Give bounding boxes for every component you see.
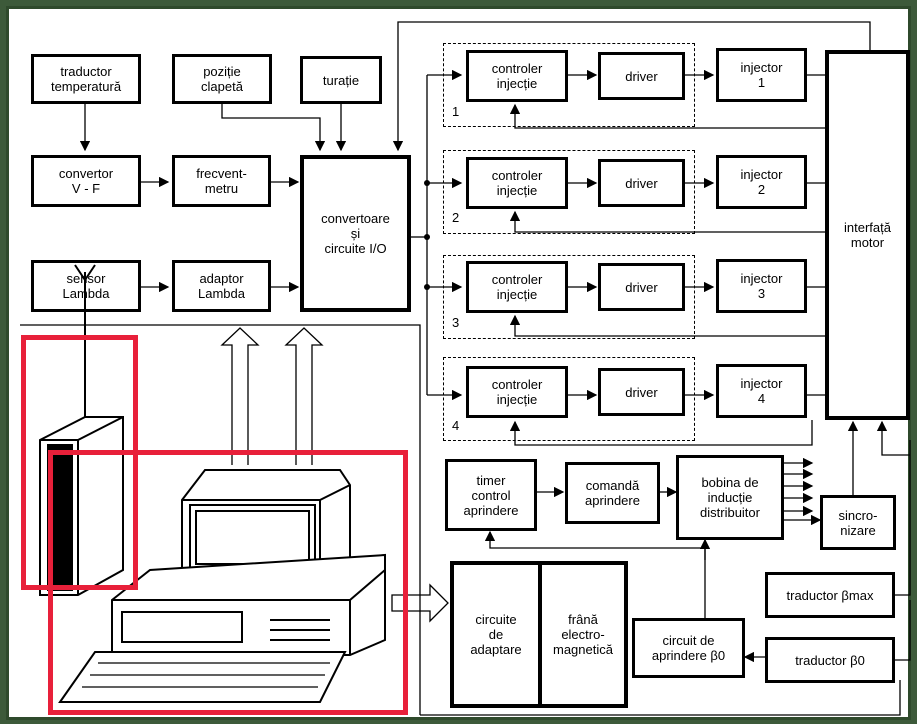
highlight-box-computer xyxy=(48,450,408,715)
